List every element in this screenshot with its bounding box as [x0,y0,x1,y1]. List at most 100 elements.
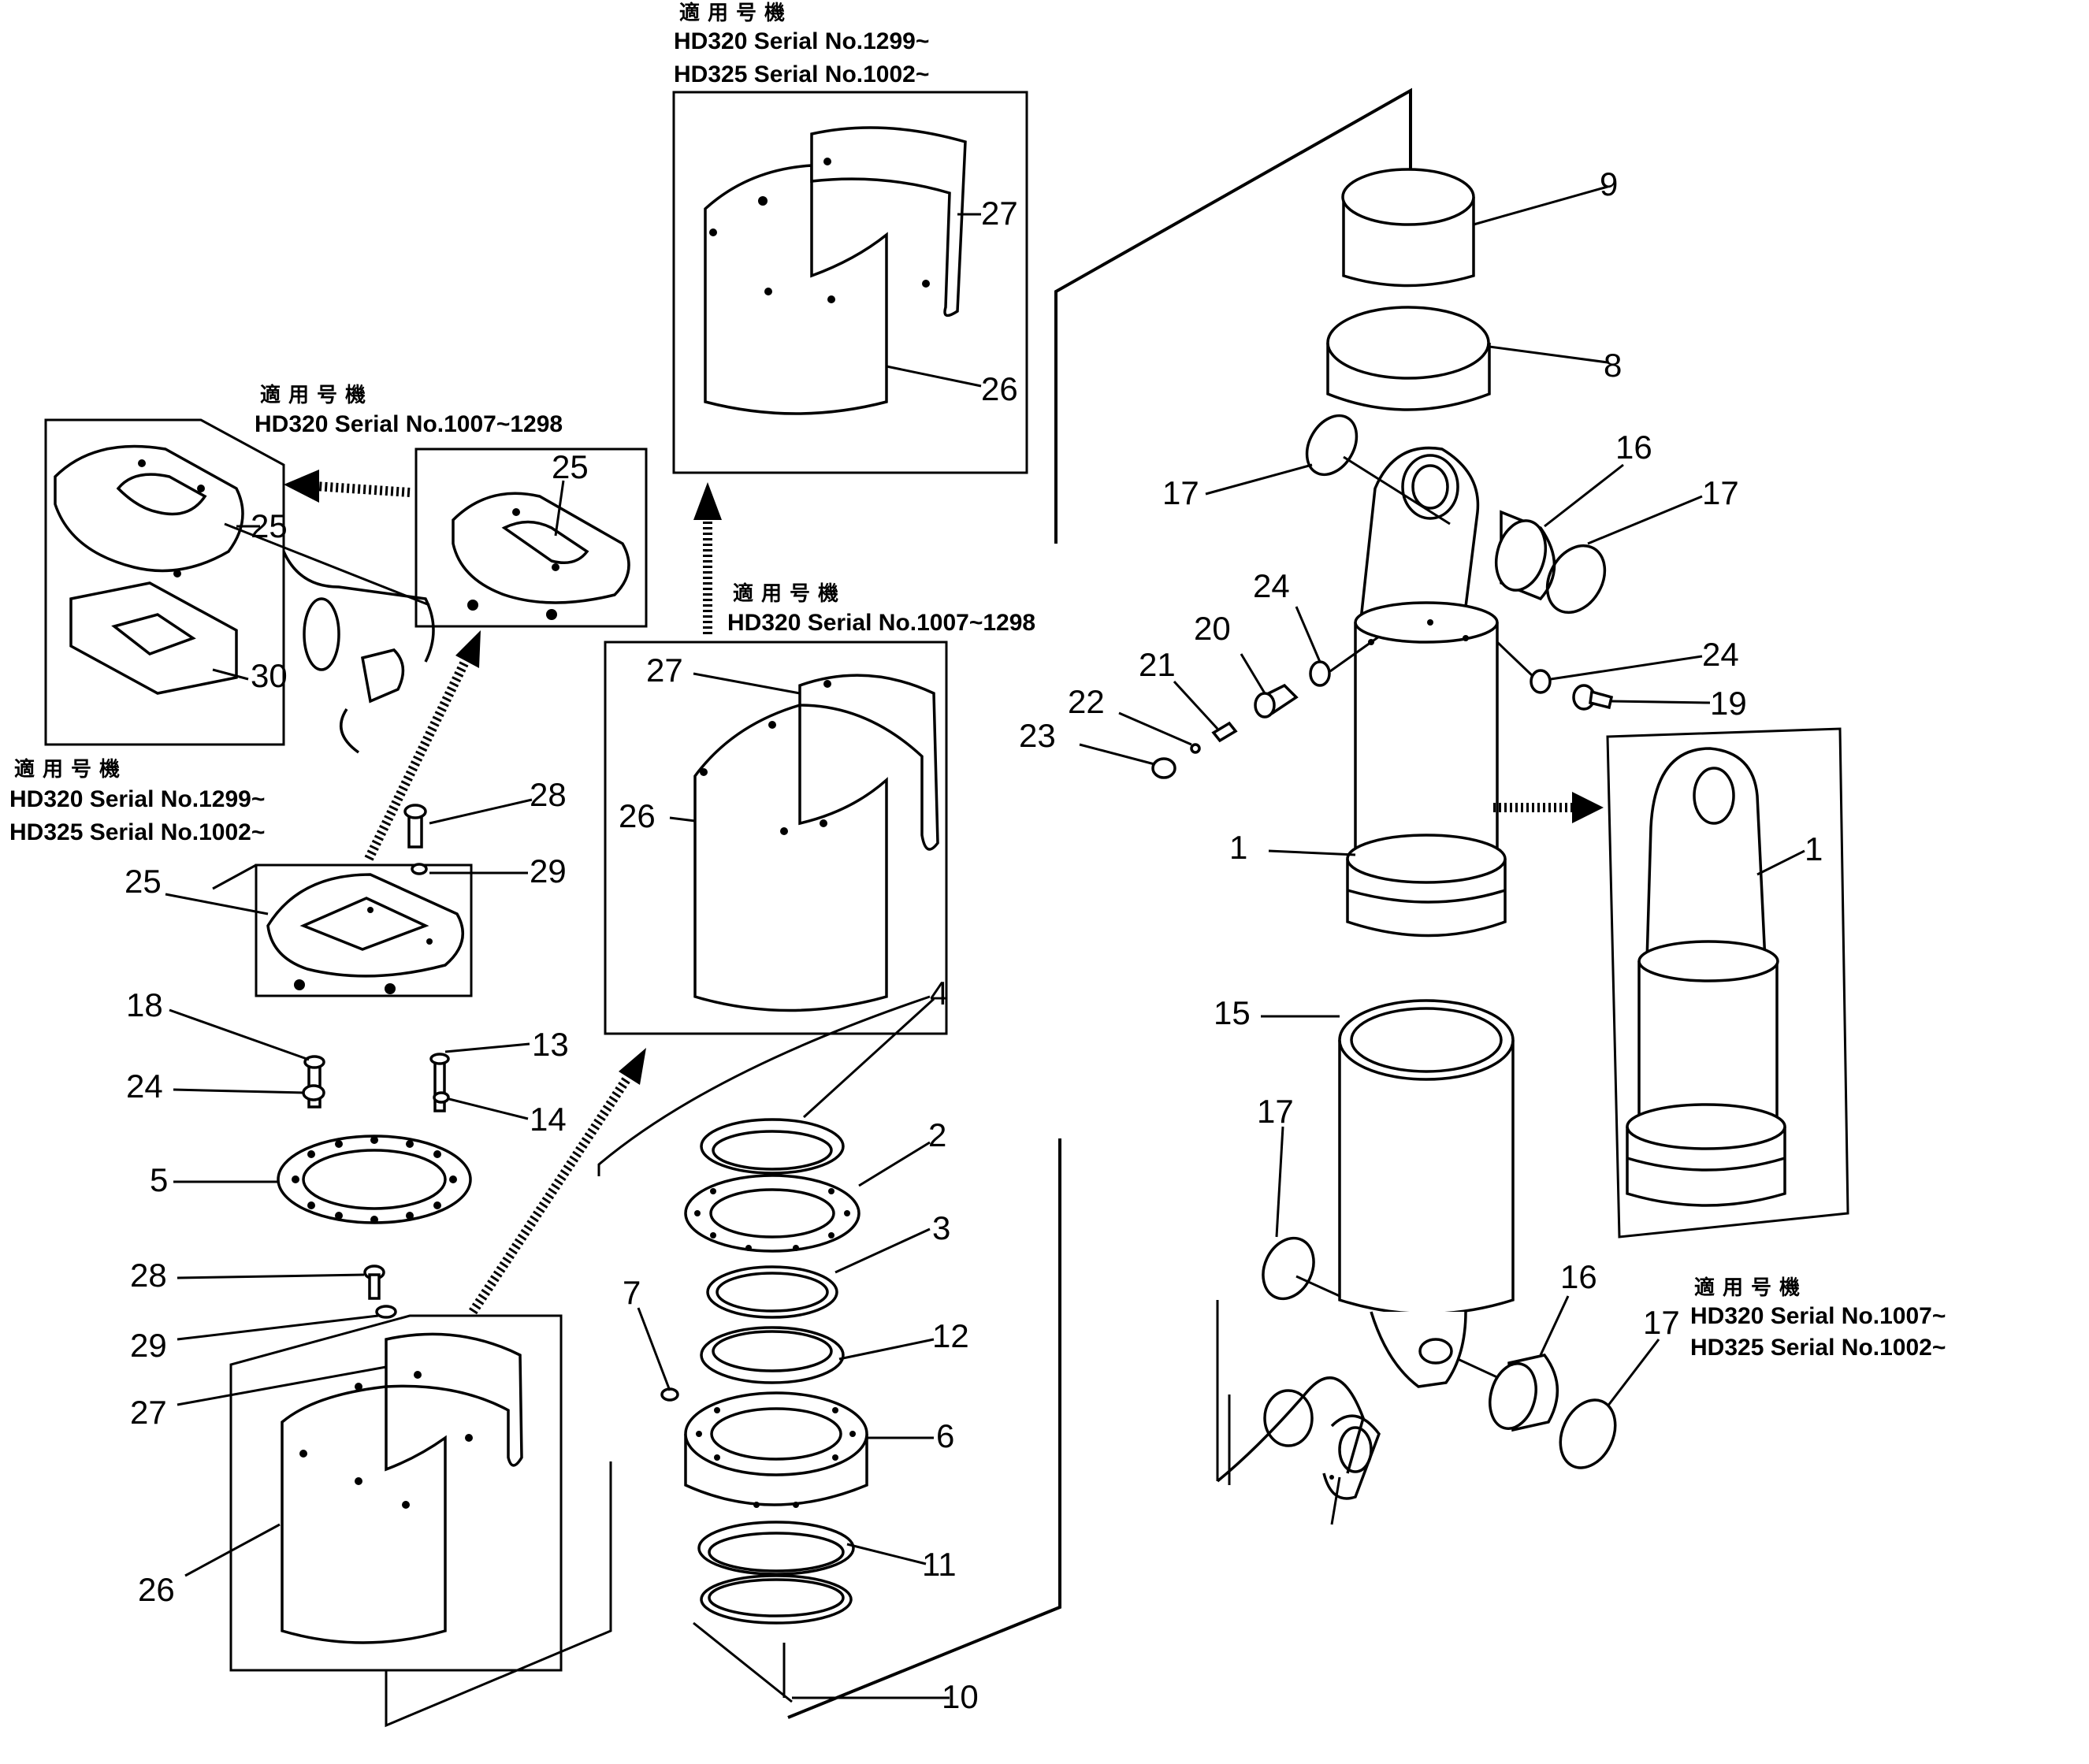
note-top-line-1: HD320 Serial No.1299~ [674,28,929,54]
ring-8 [1326,306,1491,411]
leader-29b [177,1314,379,1341]
note-upper-left-line-1: HD320 Serial No.1007~1298 [255,411,563,437]
leader-24b [1550,655,1703,681]
bracket-top-right [1054,87,1412,544]
axis-pin-top [1343,455,1451,525]
callout-6: 6 [936,1417,954,1454]
ring-11 [697,1521,855,1576]
fitting-20 [1254,683,1299,719]
snap-ring-17c [1262,1236,1315,1301]
leader-28b [177,1273,365,1279]
gasket-30 [69,581,238,695]
callout-26b: 26 [619,797,656,834]
snap-ring-17a [1305,414,1359,477]
callout-26c: 26 [138,1571,175,1608]
leader-24a [1295,606,1321,663]
leader-25c [165,893,269,915]
fitting-19 [1572,684,1614,711]
washer-24c [302,1084,325,1101]
callout-27c: 27 [130,1394,167,1431]
callout-24a: 24 [1253,567,1290,604]
cylinder-1-variant [1626,747,1786,1207]
flange-2 [684,1174,861,1253]
callout-10: 10 [942,1678,979,1715]
callout-20: 20 [1194,610,1231,647]
bushing-16b [1489,1354,1559,1432]
washer-29a [411,863,428,875]
detail-box-25-small [414,447,648,628]
leader-21 [1173,680,1219,730]
callout-16b: 16 [1560,1258,1597,1295]
arrow-to-top-box [693,482,722,634]
callout-16a: 16 [1615,429,1652,466]
note-left-title: 適用号機 [14,757,128,781]
callout-1b: 1 [1805,830,1823,867]
leader-9 [1473,185,1608,226]
bolt-28a [403,804,427,849]
callout-24b: 24 [1702,636,1739,673]
callout-12: 12 [932,1317,969,1354]
leader-1b [1756,849,1805,876]
tube-15 [1338,999,1515,1388]
bushing-16a [1495,510,1556,601]
leader-7 [637,1307,671,1391]
callout-13: 13 [532,1026,569,1063]
ball-22 [1190,743,1201,754]
callout-29a: 29 [530,852,567,889]
note-left-line-2: HD325 Serial No.1002~ [9,819,265,845]
callout-17c: 17 [1257,1093,1294,1130]
leader-17d [1606,1339,1660,1407]
cylinder-1 [1346,446,1507,938]
leader-14 [448,1097,529,1120]
nipple-21 [1211,721,1238,743]
leader-11 [846,1543,927,1565]
note-right: 適用号機 HD320 Serial No.1007~ HD325 Serial … [1690,1276,1946,1361]
note-left: 適用号機 HD320 Serial No.1299~ HD325 Serial … [9,757,265,845]
cap-23 [1151,757,1176,779]
leader-26a [886,365,982,388]
callout-1a: 1 [1229,829,1247,866]
callout-17a: 17 [1162,474,1199,511]
callout-26a: 26 [981,370,1018,407]
note-top-title: 適用号機 [679,1,793,24]
callout-24c: 24 [126,1068,163,1105]
leader-26c [184,1523,281,1577]
leader-25b [554,480,565,537]
callout-17b: 17 [1702,474,1739,511]
cylinder-end-sketch [224,522,435,754]
callout-8: 8 [1604,347,1622,384]
callout-21: 21 [1139,646,1176,683]
callout-15: 15 [1214,994,1251,1031]
callout-28b: 28 [130,1257,167,1294]
arrow-to-right-variant [1493,792,1604,823]
note-center: 適用号機 HD320 Serial No.1007~1298 [727,581,1035,636]
bushing-9 [1341,168,1475,288]
arrow-to-center-box [468,1048,646,1315]
callout-27b: 27 [646,652,683,689]
bracket-bottom-left [385,1461,612,1728]
note-right-line-1: HD320 Serial No.1007~ [1690,1303,1946,1329]
leader-27b [693,672,801,695]
washer-29b [375,1305,397,1319]
ring-4 [700,1118,845,1175]
grease-fitting-7 [660,1387,679,1402]
note-center-line-1: HD320 Serial No.1007~1298 [727,610,1035,636]
leader-24c [173,1088,304,1094]
callout-25b: 25 [552,448,589,485]
leader-24a-to-cylinder [1329,635,1380,673]
plate-25-large [54,444,244,577]
leader-16b [1539,1295,1570,1356]
washer-14 [433,1091,450,1104]
plug-24b [1530,669,1552,694]
plate-25-left [266,873,464,994]
callout-28a: 28 [530,776,567,813]
leader-18 [169,1008,310,1061]
note-upper-left-title: 適用号機 [260,383,374,407]
cover-26-top [704,126,967,415]
bracket-25c [212,863,257,890]
note-right-line-2: HD325 Serial No.1002~ [1690,1335,1946,1361]
leader-26b [669,816,696,823]
callout-18: 18 [126,986,163,1023]
callout-17d: 17 [1643,1304,1680,1341]
